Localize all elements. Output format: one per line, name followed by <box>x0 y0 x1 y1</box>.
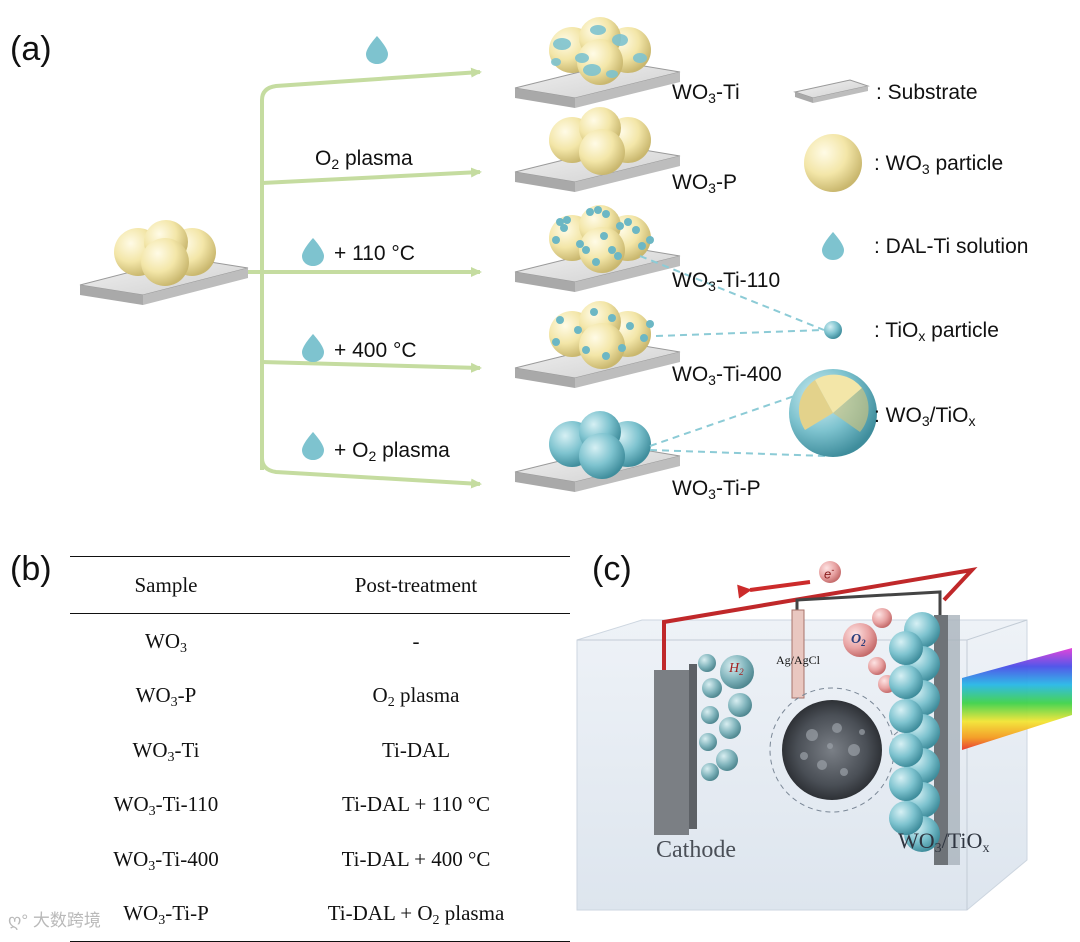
core-shell-icon <box>789 369 877 457</box>
table-row: WO3-Ti-400 Ti-DAL + 400 °C <box>70 832 570 887</box>
circuit-wires <box>662 567 978 670</box>
legend-dal-label: : DAL-Ti solution <box>874 235 1029 258</box>
light-beam <box>962 648 1072 750</box>
panel-a-label: (a) <box>10 30 52 68</box>
h2-bubbles <box>698 654 754 781</box>
table-row: WO3-Ti-110 Ti-DAL + 110 °C <box>70 778 570 833</box>
treatment-cell: Ti-DAL <box>381 737 451 762</box>
substrate-icon <box>793 79 870 103</box>
panel-a-diagram <box>79 17 877 492</box>
electron-icon <box>819 561 841 583</box>
table-header-sample: Sample <box>70 556 262 614</box>
treatment-cell: O2 plasma <box>372 683 460 711</box>
table-header-treatment: Post-treatment <box>262 556 570 614</box>
treatment-cell: Ti-DAL + 110 °C <box>341 792 490 817</box>
sample-table: Sample Post-treatment WO3 - WO3-P O2 pla… <box>70 556 570 942</box>
table-row: WO3-P O2 plasma <box>70 669 570 724</box>
watermark: ღ° 大数跨境 <box>8 912 101 929</box>
panel-c-label: (c) <box>592 550 632 588</box>
sample-cell: WO3-P <box>135 683 197 711</box>
wo3-particle-icon <box>804 134 862 192</box>
table-header-row: Sample Post-treatment <box>70 556 570 614</box>
droplet-icon <box>822 232 844 260</box>
route-condition-2: O2 plasma <box>315 147 413 172</box>
droplet-icon <box>302 36 388 460</box>
table-row: WO3-Ti Ti-DAL <box>70 723 570 778</box>
cathode-plate <box>654 664 697 835</box>
treatment-cell: - <box>412 628 420 653</box>
route-condition-4: + 400 °C <box>334 339 417 362</box>
h2-label: H2 <box>729 661 744 677</box>
product-label-wo3-ti-110: WO3-Ti-110 <box>672 269 781 294</box>
product-wo3-ti-400 <box>514 301 681 388</box>
pec-cell-diagram <box>576 561 1072 911</box>
product-label-wo3-ti: WO3-Ti <box>672 81 740 106</box>
product-label-wo3-p: WO3-P <box>672 171 737 196</box>
route-condition-5: + O2 plasma <box>334 439 450 464</box>
watermark-text: 大数跨境 <box>32 911 101 930</box>
product-wo3-ti-110 <box>514 205 681 292</box>
sample-cell: WO3-Ti-400 <box>113 846 219 874</box>
product-label-wo3-ti-400: WO3-Ti-400 <box>672 363 782 388</box>
sample-cell: WO3-Ti <box>132 737 200 765</box>
treatment-cell: Ti-DAL + O2 plasma <box>262 886 570 942</box>
route-condition-3: + 110 °C <box>334 242 415 265</box>
electron-arrow <box>737 580 811 599</box>
dashed-connectors <box>639 255 827 457</box>
legend-tiox-label: : TiOx particle <box>874 319 999 344</box>
cathode-label: Cathode <box>656 837 736 863</box>
product-wo3-ti <box>514 17 681 108</box>
reference-electrode-label: Ag/AgCl <box>776 653 821 667</box>
o2-label: O2 <box>851 632 866 648</box>
legend-coreshell-label: : WO3/TiOx <box>874 404 976 429</box>
sample-cell: WO3 <box>145 628 187 656</box>
product-wo3-p <box>514 107 681 192</box>
electron-label: e- <box>824 565 835 582</box>
table-row: WO3-Ti-P Ti-DAL + O2 plasma <box>70 886 570 942</box>
treatment-cell: Ti-DAL + 400 °C <box>341 846 491 871</box>
photoanode <box>889 612 960 865</box>
product-wo3-ti-p <box>514 411 681 492</box>
table-row: WO3 - <box>70 614 570 669</box>
branch-arrows <box>248 67 482 489</box>
start-sample <box>79 220 249 305</box>
sample-cell: WO3-Ti-110 <box>113 792 219 820</box>
legend-wo3-label: : WO3 particle <box>874 152 1004 177</box>
tiox-particle-icon <box>824 321 842 339</box>
watermark-logo-icon: ღ° <box>8 911 29 930</box>
photoanode-label: WO3/TiOx <box>898 828 990 856</box>
sample-cell: WO3-Ti-P <box>70 886 262 942</box>
legend-substrate-label: : Substrate <box>876 81 978 104</box>
panel-b-label: (b) <box>10 550 52 588</box>
product-label-wo3-ti-p: WO3-Ti-P <box>672 477 761 502</box>
